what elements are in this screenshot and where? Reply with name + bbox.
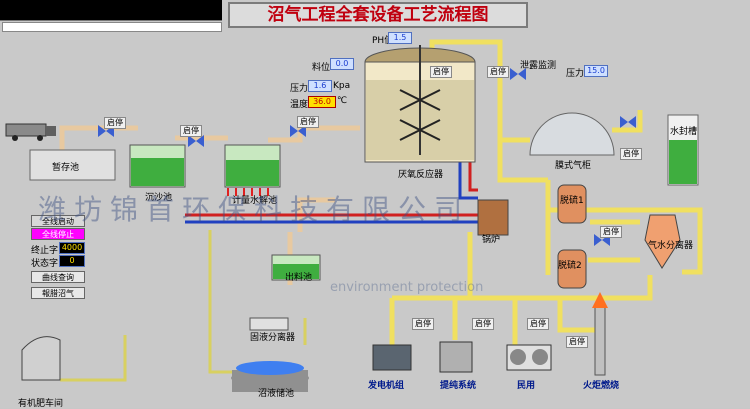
all-start-button[interactable]: 全线启动 [31, 215, 85, 227]
flare-label: 火炬燃烧 [583, 381, 620, 391]
generator-label: 发电机组 [368, 381, 405, 391]
civil-label: 民用 [517, 381, 536, 391]
sedimentation-label: 沉沙池 [145, 193, 173, 203]
desulf2-label: 脱硫2 [558, 261, 582, 271]
ph-label: PH值 [372, 36, 394, 46]
anaerobic-label: 厌氧反应器 [398, 170, 444, 180]
temp-label: 温度 [290, 100, 309, 110]
hydrolysis-label: 计量水解池 [232, 196, 278, 206]
level-value: 0.0 [330, 58, 354, 70]
startstop-button-6[interactable]: 启停 [620, 148, 642, 160]
alarm-gas-button[interactable]: 報腊沼气 [31, 287, 85, 299]
gh-pressure-value: 15.0 [584, 65, 608, 77]
state-word-value: 0 [59, 255, 85, 267]
temp-unit: ℃ [337, 96, 348, 106]
level-label: 料位 [312, 63, 331, 73]
status-strip [2, 22, 222, 32]
startstop-button-2[interactable]: 启停 [180, 125, 202, 137]
pressure-label: 压力 [290, 84, 309, 94]
gh-alarm-label: 泄露监测 [520, 61, 557, 71]
stop-word-label: 终止字 [31, 246, 59, 256]
startstop-button-10[interactable]: 启停 [527, 318, 549, 330]
page-title: 沼气工程全套设备工艺流程图 [228, 2, 528, 28]
state-word-label: 状态字 [31, 259, 59, 269]
pressure-unit: Kpa [333, 81, 351, 91]
purify-label: 提纯系统 [440, 381, 477, 391]
watermark-subtitle: environment protection [330, 280, 484, 295]
stop-word-value: 4000 [59, 242, 85, 254]
curve-query-button[interactable]: 曲线查询 [31, 271, 85, 283]
ph-value: 1.5 [388, 32, 412, 44]
desulf1-label: 脱硫1 [560, 196, 584, 206]
gasholder [529, 112, 615, 156]
control-panel: 全线启动 全线停止 终止字 4000 状态字 0 曲线查询 報腊沼气 [31, 215, 85, 307]
anaerobic-reactor [364, 45, 476, 163]
fertilizer-label: 有机肥车间 [18, 399, 64, 409]
gaswater-label: 气水分离器 [648, 241, 694, 251]
boiler-label: 锅炉 [482, 235, 501, 245]
gh-pressure-label: 压力 [566, 69, 585, 79]
startstop-button-9[interactable]: 启停 [472, 318, 494, 330]
temp-value: 36.0 [308, 96, 336, 108]
startstop-button-8[interactable]: 启停 [412, 318, 434, 330]
all-stop-button[interactable]: 全线停止 [31, 228, 85, 240]
startstop-button-5[interactable]: 启停 [487, 66, 509, 78]
company-watermark: 潍坊锦首环保科技有限公司 [38, 193, 471, 226]
startstop-button-4[interactable]: 启停 [430, 66, 452, 78]
storage-label: 暂存池 [52, 163, 80, 173]
truck-icon [5, 123, 56, 141]
slurry-label: 沼液储池 [258, 389, 295, 399]
separator-label: 固液分离器 [250, 333, 296, 343]
pressure-value: 1.6 [308, 80, 332, 92]
startstop-button-11[interactable]: 启停 [566, 336, 588, 348]
startstop-button-7[interactable]: 启停 [600, 226, 622, 238]
storage-tank [29, 149, 116, 181]
discharge-label: 出料池 [285, 273, 313, 283]
startstop-button-1[interactable]: 启停 [104, 117, 126, 129]
menu-bar [0, 0, 222, 21]
gasholder-label: 膜式气柜 [555, 161, 592, 171]
startstop-button-3[interactable]: 启停 [297, 116, 319, 128]
watersealer-label: 水封槽 [670, 127, 698, 137]
